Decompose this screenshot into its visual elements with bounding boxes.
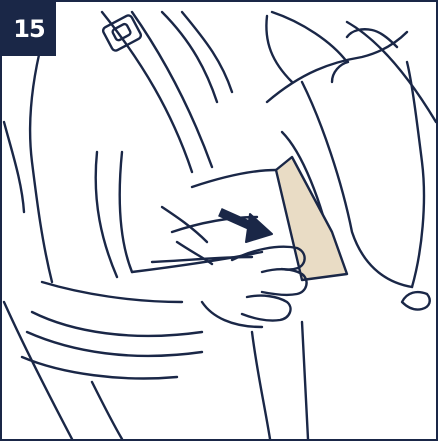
- waist-belt: [32, 312, 202, 336]
- forearm: [120, 152, 132, 272]
- step-number: 15: [13, 15, 44, 43]
- shoulder-outline: [272, 12, 347, 62]
- carrier-top: [267, 32, 407, 102]
- torso-contour: [30, 42, 52, 282]
- legs: [92, 382, 122, 439]
- small-hand: [402, 292, 430, 309]
- step-badge: 15: [2, 2, 56, 56]
- highlighted-panel: [276, 157, 347, 280]
